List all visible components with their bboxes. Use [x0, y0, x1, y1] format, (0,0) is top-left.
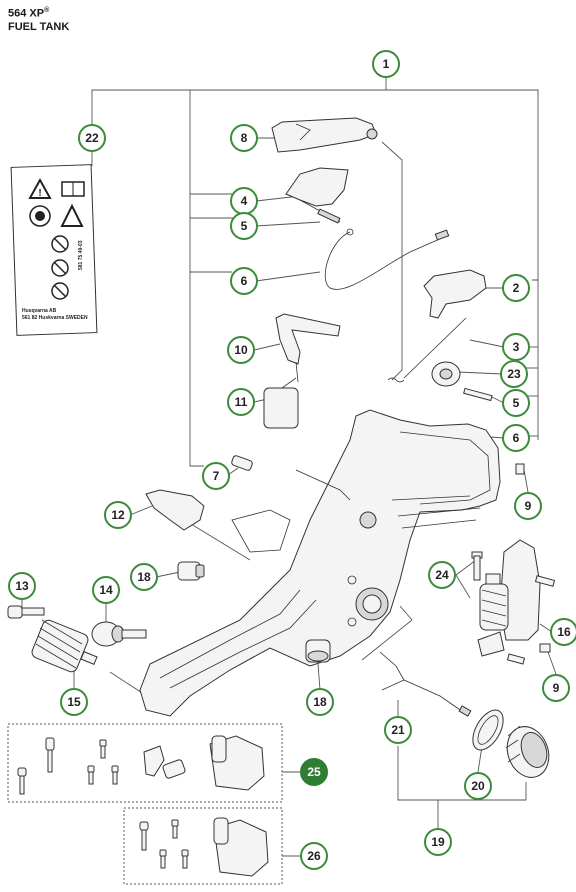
callout-21: 21: [384, 716, 412, 744]
callout-2: 2: [502, 274, 530, 302]
callout-4: 4: [230, 187, 258, 215]
svg-text:5: 5: [241, 219, 248, 233]
svg-text:6: 6: [241, 274, 248, 288]
svg-text:6: 6: [513, 431, 520, 445]
part-19-fuel-cap: [505, 725, 550, 778]
kit-26-box: [123, 807, 283, 885]
svg-text:24: 24: [435, 568, 449, 582]
part-7-pin: [231, 455, 253, 471]
kit-25-box: [7, 723, 283, 803]
callout-18-upper: 18: [130, 563, 158, 591]
part-9-screw: [515, 463, 525, 475]
callout-3: 3: [502, 333, 530, 361]
callout-10: 10: [227, 336, 255, 364]
svg-text:14: 14: [99, 583, 113, 597]
part-6-throttle-cable: [324, 228, 450, 290]
part-10-fuel-hose: [275, 313, 341, 383]
part-12-bracket: [145, 489, 205, 531]
svg-text:9: 9: [525, 499, 532, 513]
manufacturer-address: 561 82 Huskvarna SWEDEN: [22, 315, 88, 321]
callout-13: 13: [8, 572, 36, 600]
svg-text:13: 13: [15, 579, 29, 593]
callout-5-upper: 5: [230, 212, 258, 240]
fuel-tank-rear-handle-body: [139, 409, 501, 717]
callout-19: 19: [424, 828, 452, 856]
callout-24: 24: [428, 561, 456, 589]
callout-8: 8: [230, 124, 258, 152]
svg-text:11: 11: [235, 395, 248, 409]
warning-label-decal: ! Husqvarna AB 561 82 Huskvarna SWEDEN 5…: [10, 164, 98, 336]
svg-text:15: 15: [67, 695, 81, 709]
svg-text:9: 9: [553, 681, 560, 695]
callout-15: 15: [60, 688, 88, 716]
svg-text:21: 21: [391, 723, 405, 737]
callout-14: 14: [92, 576, 120, 604]
svg-text:23: 23: [507, 367, 521, 381]
part-5-screw: [463, 387, 493, 402]
callout-6-upper: 6: [230, 267, 258, 295]
svg-text:20: 20: [471, 779, 485, 793]
callout-12: 12: [104, 501, 132, 529]
part-20-seal-ring: [472, 709, 504, 751]
svg-text:7: 7: [213, 469, 220, 483]
callout-9-lower: 9: [542, 674, 570, 702]
svg-text:16: 16: [557, 625, 571, 639]
svg-text:!: !: [38, 188, 41, 199]
svg-text:18: 18: [137, 570, 151, 584]
svg-text:1: 1: [383, 57, 390, 71]
svg-text:3: 3: [513, 340, 520, 354]
kickback-warning-icon: [60, 203, 84, 227]
warning-triangle-icon: [28, 177, 52, 199]
part-16-av-element: [477, 539, 556, 665]
svg-text:12: 12: [111, 508, 125, 522]
part-14-rubber-buffer: [91, 621, 147, 647]
svg-text:2: 2: [513, 281, 520, 295]
callout-5-lower: 5: [502, 389, 530, 417]
svg-text:25: 25: [307, 765, 321, 779]
part-15-av-spring: [31, 619, 98, 673]
part-3-wire-spring: [387, 317, 467, 383]
svg-text:19: 19: [431, 835, 445, 849]
svg-text:8: 8: [241, 131, 248, 145]
callout-25: 25: [300, 758, 328, 786]
svg-text:10: 10: [234, 343, 248, 357]
part-2-stop-switch: [423, 269, 487, 319]
svg-text:26: 26: [307, 849, 321, 863]
part-21-hose: [379, 651, 472, 717]
part-18-buffer: [177, 561, 205, 581]
label-part-code: 581 75 49-03: [78, 240, 84, 270]
registered-mark: ®: [44, 7, 50, 14]
manufacturer-name: Husqvarna AB: [22, 308, 57, 314]
part-23-valve: [431, 361, 461, 387]
callout-7: 7: [202, 462, 230, 490]
svg-text:22: 22: [85, 131, 99, 145]
callout-16: 16: [550, 618, 576, 646]
leader-lines: [21, 78, 557, 857]
callout-11: 11: [227, 388, 255, 416]
callout-20: 20: [464, 772, 492, 800]
model-name: 564 XP: [8, 7, 45, 20]
callout-9-upper: 9: [514, 492, 542, 520]
svg-text:5: 5: [513, 396, 520, 410]
part-18-buffer-bottom: [305, 639, 331, 663]
callout-26: 26: [300, 842, 328, 870]
callout-23: 23: [500, 360, 528, 388]
part-11-fuel-filter: [263, 377, 299, 429]
part-24-bolt: [471, 551, 483, 581]
part-13-screw: [7, 605, 45, 619]
part-8-handle-cover: [271, 117, 378, 153]
callout-18-lower: 18: [306, 688, 334, 716]
page-title: 564 XP® FUEL TANK: [8, 4, 69, 34]
part-9-screw-bottom: [539, 643, 551, 653]
callout-1: 1: [372, 50, 400, 78]
part-4-throttle-trigger: [285, 167, 349, 224]
svg-text:18: 18: [313, 695, 327, 709]
section-title: FUEL TANK: [8, 20, 70, 33]
svg-text:4: 4: [241, 194, 248, 208]
callout-6-lower: 6: [502, 424, 530, 452]
callout-22: 22: [78, 124, 106, 152]
